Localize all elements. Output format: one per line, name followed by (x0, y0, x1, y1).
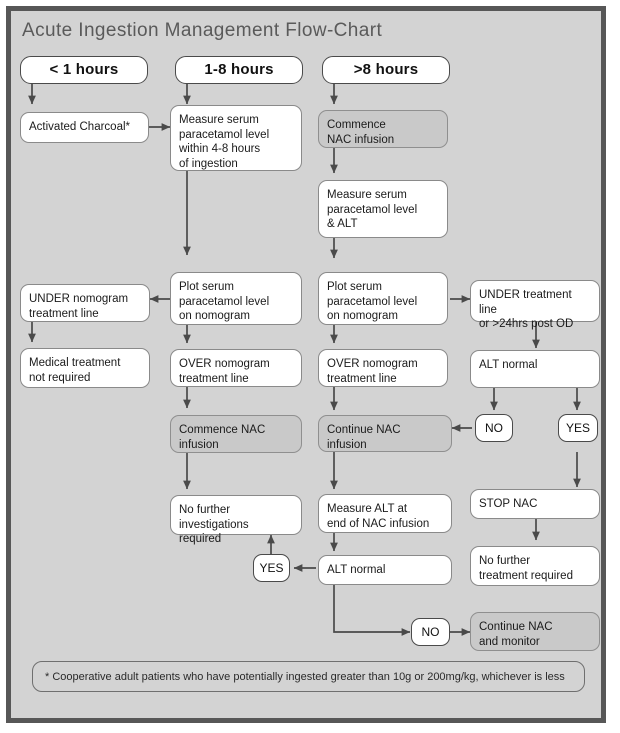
node-line: No further (479, 555, 531, 567)
node-line: UNDER nomogram (29, 293, 129, 305)
node-line: infusion (179, 438, 219, 451)
node-line: Measure serum (179, 114, 259, 126)
node-measure-serum-paracetamol-4-8-hours[interactable]: Measure serum paracetamol level within 4… (170, 105, 302, 171)
node-line: ALT normal (327, 564, 386, 576)
node-line: Commence NAC (179, 424, 266, 436)
node-line: treatment line (179, 372, 249, 385)
node-continue-nac-and-monitor[interactable]: Continue NAC and monitor (470, 612, 600, 651)
node-line: Activated Charcoal* (29, 121, 130, 133)
node-continue-nac-infusion-col3[interactable]: Continue NAC infusion (318, 415, 452, 452)
pill-no-col3[interactable]: NO (411, 618, 450, 646)
node-alt-normal-col4[interactable]: ALT normal (470, 350, 600, 388)
node-line: Medical treatment (29, 357, 121, 369)
pill-yes-col2[interactable]: YES (253, 554, 290, 582)
node-activated-charcoal[interactable]: Activated Charcoal* (20, 112, 149, 143)
header-over-8-hours[interactable]: >8 hours (322, 56, 450, 84)
node-line: or >24hrs post OD (479, 318, 574, 330)
node-no-further-treatment-required[interactable]: No further treatment required (470, 546, 600, 586)
node-line: investigations required (179, 518, 249, 546)
node-plot-serum-nomogram-col2[interactable]: Plot serum paracetamol level on nomogram (170, 272, 302, 325)
node-line: within 4-8 hours (179, 143, 261, 155)
node-alt-normal-col3[interactable]: ALT normal (318, 555, 452, 585)
node-under-nomogram-treatment-line[interactable]: UNDER nomogram treatment line (20, 284, 150, 322)
footnote: * Cooperative adult patients who have po… (32, 661, 585, 692)
node-line: OVER nomogram (327, 358, 418, 370)
node-line: paracetamol level (327, 295, 418, 308)
node-line: paracetamol level (179, 128, 270, 141)
node-over-nomogram-treatment-line-col2[interactable]: OVER nomogram treatment line (170, 349, 302, 387)
pill-no-col4[interactable]: NO (475, 414, 513, 442)
node-line: OVER nomogram (179, 358, 270, 370)
node-plot-serum-nomogram-col3[interactable]: Plot serum paracetamol level on nomogram (318, 272, 448, 325)
node-line: ALT normal (479, 359, 538, 371)
node-line: and monitor (479, 635, 540, 648)
node-line: Plot serum (327, 281, 382, 293)
node-line: treatment required (479, 569, 573, 582)
node-line: Plot serum (179, 281, 234, 293)
node-line: end of NAC infusion (327, 517, 430, 530)
node-commence-nac-infusion-col3[interactable]: Commence NAC infusion (318, 110, 448, 148)
node-line: infusion (327, 438, 367, 451)
node-line: NAC infusion (327, 133, 395, 146)
node-over-nomogram-treatment-line-col3[interactable]: OVER nomogram treatment line (318, 349, 448, 387)
node-line: Commence (327, 119, 386, 131)
node-line: of ingestion (179, 157, 238, 170)
node-line: & ALT (327, 218, 358, 230)
node-line: No further (179, 504, 231, 516)
node-line: Continue NAC (479, 621, 553, 633)
header-1-to-8-hours[interactable]: 1-8 hours (175, 56, 303, 84)
node-line: treatment line (29, 307, 99, 320)
node-line: Measure serum (327, 189, 407, 201)
node-commence-nac-infusion-col2[interactable]: Commence NAC infusion (170, 415, 302, 453)
node-no-further-investigations-required[interactable]: No further investigations required (170, 495, 302, 545)
page-title: Acute Ingestion Management Flow-Chart (22, 20, 383, 41)
header-under-1-hours[interactable]: < 1 hours (20, 56, 148, 84)
node-under-treatment-line-or-24hrs[interactable]: UNDER treatment line or >24hrs post OD (470, 280, 600, 330)
node-line: treatment line (327, 372, 397, 385)
node-measure-alt-end-of-infusion[interactable]: Measure ALT at end of NAC infusion (318, 494, 452, 533)
node-line: Continue NAC (327, 424, 401, 436)
node-line: paracetamol level (327, 203, 418, 216)
node-line: on nomogram (179, 310, 250, 322)
node-medical-treatment-not-required[interactable]: Medical treatment not required (20, 348, 150, 388)
node-line: not required (29, 371, 91, 384)
node-line: paracetamol level (179, 295, 270, 308)
node-stop-nac[interactable]: STOP NAC (470, 489, 600, 519)
node-measure-serum-paracetamol-and-alt[interactable]: Measure serum paracetamol level & ALT (318, 180, 448, 238)
node-line: Measure ALT at (327, 503, 408, 515)
pill-yes-col4[interactable]: YES (558, 414, 598, 442)
node-line: on nomogram (327, 310, 398, 322)
node-line: STOP NAC (479, 498, 538, 510)
node-line: UNDER treatment line (479, 289, 572, 316)
